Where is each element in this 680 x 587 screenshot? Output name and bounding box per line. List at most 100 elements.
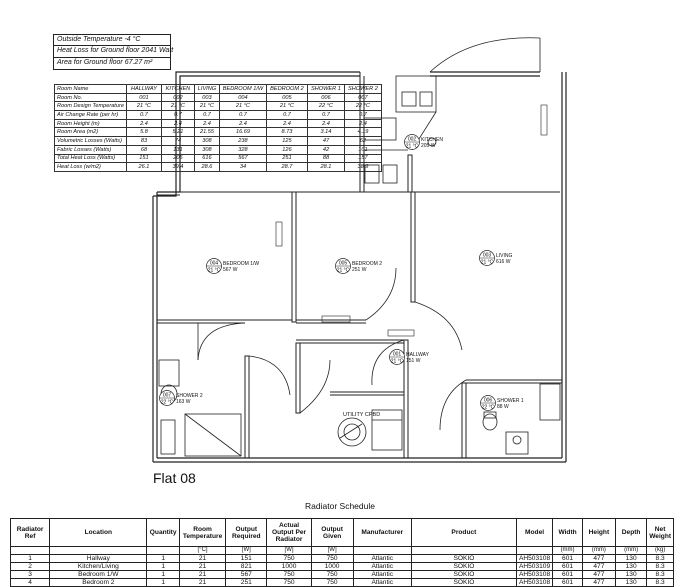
- room-tag-number: 003: [483, 253, 492, 259]
- schedule-title: Radiator Schedule: [305, 501, 375, 511]
- schedule-cell: Kitchen/Living: [49, 562, 148, 571]
- schedule-units-row: [°C][W][W][W](mm)(mm)(mm)(kg): [9, 546, 674, 555]
- schedule-cell: 1: [146, 562, 180, 571]
- schedule-cell: 601: [552, 570, 583, 579]
- schedule-cell: 750: [310, 554, 354, 563]
- schedule-header: Output Given: [310, 518, 354, 547]
- flat-title: Flat 08: [153, 470, 196, 486]
- schedule-header: Actual Output Per Radiator: [266, 518, 312, 547]
- schedule-unit: [W]: [310, 546, 354, 555]
- schedule-unit: (mm): [614, 546, 648, 555]
- schedule-cell: 4: [9, 578, 51, 587]
- schedule-header: Model: [515, 518, 554, 547]
- room-tag-name: SHOWER 2: [176, 393, 203, 399]
- room-tag-temperature: 21 °C: [337, 268, 350, 274]
- schedule-cell: 130: [614, 562, 648, 571]
- schedule-cell: Bedroom 2: [49, 578, 148, 587]
- schedule-cell: 1000: [266, 562, 312, 571]
- room-tag-name: SHOWER 1: [497, 398, 524, 404]
- schedule-cell: 1000: [310, 562, 354, 571]
- schedule-cell: 8.3: [646, 578, 674, 587]
- room-tag-temperature: 22 °C: [161, 400, 174, 406]
- schedule-cell: SOKIO: [410, 578, 517, 587]
- schedule-header: Height: [581, 518, 617, 547]
- schedule-header: Quantity: [146, 518, 180, 547]
- schedule-header: Location: [49, 518, 148, 547]
- shower2-fittings: [158, 359, 242, 457]
- schedule-cell: 8.3: [646, 554, 674, 563]
- room-tag-temperature: 21 °C: [208, 268, 221, 274]
- room-tag-watts: 567 W: [223, 267, 238, 273]
- utility-label: UTILITY CPBD: [343, 412, 380, 418]
- schedule-cell: 8.3: [646, 562, 674, 571]
- schedule-cell: 151: [225, 554, 268, 563]
- schedule-cell: Atlantic: [352, 562, 412, 571]
- room-table-cell: 38.9: [343, 162, 382, 172]
- room-tag-watts: 163 W: [176, 399, 191, 405]
- schedule-unit: (mm): [552, 546, 583, 555]
- room-tag-number: 005: [339, 261, 348, 267]
- schedule-cell: 750: [266, 554, 312, 563]
- kitchen-fittings: [363, 75, 437, 184]
- schedule-cell: 601: [552, 554, 583, 563]
- room-tag-name: KITCHEN: [421, 137, 443, 143]
- schedule-cell: Atlantic: [352, 570, 412, 579]
- schedule-cell: AH503109: [515, 562, 554, 571]
- schedule-cell: 130: [614, 554, 648, 563]
- utility-fittings: [337, 409, 403, 451]
- interior-walls: [157, 72, 562, 459]
- schedule-unit: [410, 546, 517, 555]
- schedule-cell: 130: [614, 578, 648, 587]
- room-tag-temperature: 22 °C: [482, 405, 495, 411]
- schedule-cell: SOKIO: [410, 562, 517, 571]
- room-tag-watts: 88 W: [497, 404, 509, 410]
- schedule-cell: 821: [225, 562, 268, 571]
- schedule-header: Output Required: [225, 518, 268, 547]
- schedule-cell: 21: [178, 570, 227, 579]
- room-tag-number: 004: [210, 261, 219, 267]
- schedule-header: Product: [410, 518, 517, 547]
- schedule-header: Radiator Ref: [9, 518, 51, 547]
- schedule-cell: 477: [581, 578, 617, 587]
- shower1-fittings: [482, 383, 561, 455]
- schedule-cell: Atlantic: [352, 554, 412, 563]
- schedule-cell: 1: [9, 554, 51, 563]
- room-tag-number: 001: [393, 352, 402, 358]
- schedule-header: Depth: [614, 518, 648, 547]
- schedule-cell: 21: [178, 578, 227, 587]
- room-tag-temperature: 21 °C: [481, 260, 494, 266]
- schedule-cell: 8.3: [646, 570, 674, 579]
- door-swings: [197, 37, 541, 431]
- schedule-cell: Hallway: [49, 554, 148, 563]
- schedule-cell: AH503108: [515, 578, 554, 587]
- schedule-header: Room Temperature: [178, 518, 227, 547]
- schedule-header: Net Weight: [646, 518, 674, 547]
- schedule-cell: 567: [225, 570, 268, 579]
- schedule-cell: Bedroom 1/W: [49, 570, 148, 579]
- schedule-header: Manufacturer: [352, 518, 412, 547]
- schedule-cell: 477: [581, 570, 617, 579]
- schedule-cell: 601: [552, 562, 583, 571]
- radiators: [275, 104, 548, 337]
- room-tag-name: BEDROOM 2: [352, 261, 382, 267]
- schedule-cell: 477: [581, 562, 617, 571]
- schedule-cell: 477: [581, 554, 617, 563]
- schedule-cell: Atlantic: [352, 578, 412, 587]
- room-tag-watts: 616 W: [496, 259, 511, 265]
- schedule-unit: [352, 546, 412, 555]
- schedule-cell: 130: [614, 570, 648, 579]
- schedule-cell: 1: [146, 554, 180, 563]
- schedule-unit: [515, 546, 554, 555]
- schedule-cell: 750: [266, 578, 312, 587]
- heat-loss-box: Heat Loss for Ground floor 2041 Watt: [53, 46, 173, 58]
- room-tag-temperature: 21 °C: [406, 144, 419, 150]
